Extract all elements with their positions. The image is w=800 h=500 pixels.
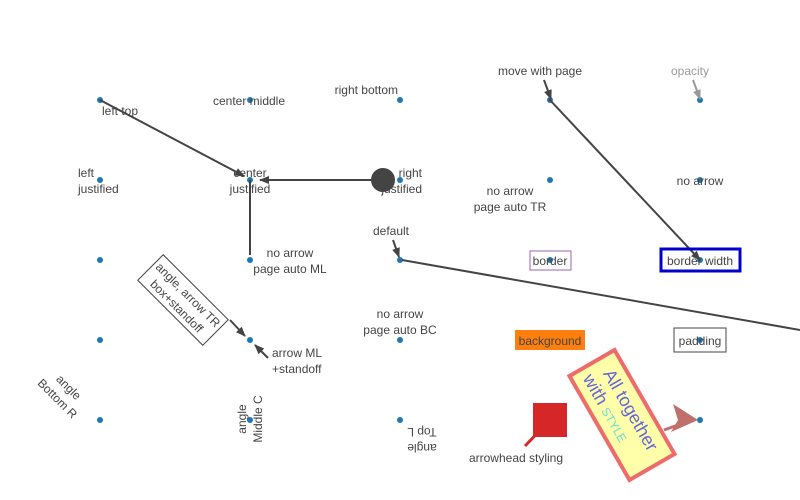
- label-center-justified: center justified: [229, 166, 271, 196]
- label-no-arrow-ml-line: no arrow: [267, 246, 314, 260]
- label-arrowhead-styling: arrowhead styling: [469, 451, 563, 465]
- scatter-point: [697, 337, 703, 343]
- angled-box: [137, 254, 229, 346]
- arrow-move-with-page-long: [548, 98, 701, 261]
- arrow-ml-standoff: [254, 344, 269, 359]
- label-left-top: left top: [102, 104, 138, 118]
- label-right-justified-line: right: [399, 166, 423, 180]
- label-no-arrow-ml-line: page auto ML: [253, 262, 327, 276]
- scatter-point: [697, 177, 703, 183]
- scatter-point: [247, 257, 253, 263]
- label-border-width: border width: [667, 254, 733, 268]
- label-arrow-ml: arrow ML +standoff: [272, 346, 322, 376]
- arrowhead-square: [533, 403, 567, 437]
- label-no-arrow-ml: no arrow page auto ML: [253, 246, 327, 276]
- scatter-point: [547, 257, 553, 263]
- style-box: [566, 347, 678, 483]
- label-angle-top-l-line: angle: [407, 441, 437, 455]
- label-left-justified: left justified: [77, 166, 119, 196]
- scatter-point: [97, 417, 103, 423]
- label-angle-top-l: angle Top L: [407, 425, 437, 455]
- angled-box-group: angle, arrow TRbox+standoff: [137, 254, 229, 346]
- arrow-default: [392, 239, 400, 258]
- arrow-angled-box: [229, 319, 246, 337]
- scatter-point: [97, 337, 103, 343]
- label-center-justified-line: center: [233, 166, 266, 180]
- background-box: [515, 330, 585, 350]
- label-opacity: opacity: [671, 64, 709, 78]
- label-right-bottom: right bottom: [335, 83, 398, 97]
- label-center-justified-line: justified: [229, 182, 271, 196]
- scatter-point: [397, 97, 403, 103]
- label-background: background: [519, 334, 582, 348]
- label-default: default: [373, 224, 410, 238]
- label-no-arrow-tr-line: page auto TR: [474, 200, 547, 214]
- scatter-point: [97, 257, 103, 263]
- padding-box: [673, 327, 727, 353]
- label-border: border: [533, 254, 568, 268]
- arrow-default-long: [401, 259, 800, 331]
- label-no-arrow-tr-line: no arrow: [487, 184, 534, 198]
- label-no-arrow-tr: no arrow page auto TR: [474, 184, 547, 214]
- label-angle-bottom-r: angleBottom R: [35, 365, 92, 422]
- scatter-point: [547, 177, 553, 183]
- scatter-point: [97, 177, 103, 183]
- border-box: [529, 250, 572, 271]
- label-arrow-ml-line: arrow ML: [272, 346, 322, 360]
- style-box-group: All togetherwith STYLE: [566, 347, 678, 483]
- label-left-justified-line: justified: [77, 182, 119, 196]
- label-angle-middle-c-line: angle: [235, 404, 249, 434]
- scatter-point: [697, 417, 703, 423]
- label-no-arrow-bc-line: page auto BC: [363, 323, 437, 337]
- label-move-with-page: move with page: [498, 64, 582, 78]
- label-left-justified-line: left: [78, 166, 95, 180]
- scatter-point: [397, 257, 403, 263]
- arrow-tail-circle: [371, 168, 395, 192]
- label-no-arrow-bc: no arrow page auto BC: [363, 307, 437, 337]
- scatter-point: [397, 177, 403, 183]
- label-arrow-ml-line: +standoff: [272, 362, 322, 376]
- scatter-point: [397, 417, 403, 423]
- label-angle-top-l-line: Top L: [407, 425, 437, 439]
- scatter-point: [397, 337, 403, 343]
- scatter-point: [247, 417, 253, 423]
- arrow-move-with-page: [543, 79, 552, 100]
- scatter-point: [247, 97, 253, 103]
- label-center-middle: center middle: [213, 94, 285, 108]
- label-padding: padding: [679, 334, 722, 348]
- label-right-justified: right justified: [380, 166, 422, 196]
- arrow-opacity: [692, 79, 701, 100]
- scatter-points: [97, 97, 703, 423]
- arrow-style-head: [671, 404, 698, 432]
- border-width-box: [659, 247, 742, 273]
- scatter-point: [247, 337, 253, 343]
- angle-bottom-r-group: angleBottom R: [35, 365, 92, 422]
- label-angle-middle-c-line: Middle C: [251, 395, 265, 443]
- angle-top-l-group: angle Top L: [407, 425, 437, 455]
- label-no-arrow: no arrow: [677, 174, 724, 188]
- label-right-justified-line: justified: [380, 182, 422, 196]
- arrow-left-top: [99, 99, 245, 177]
- label-no-arrow-bc-line: no arrow: [377, 307, 424, 321]
